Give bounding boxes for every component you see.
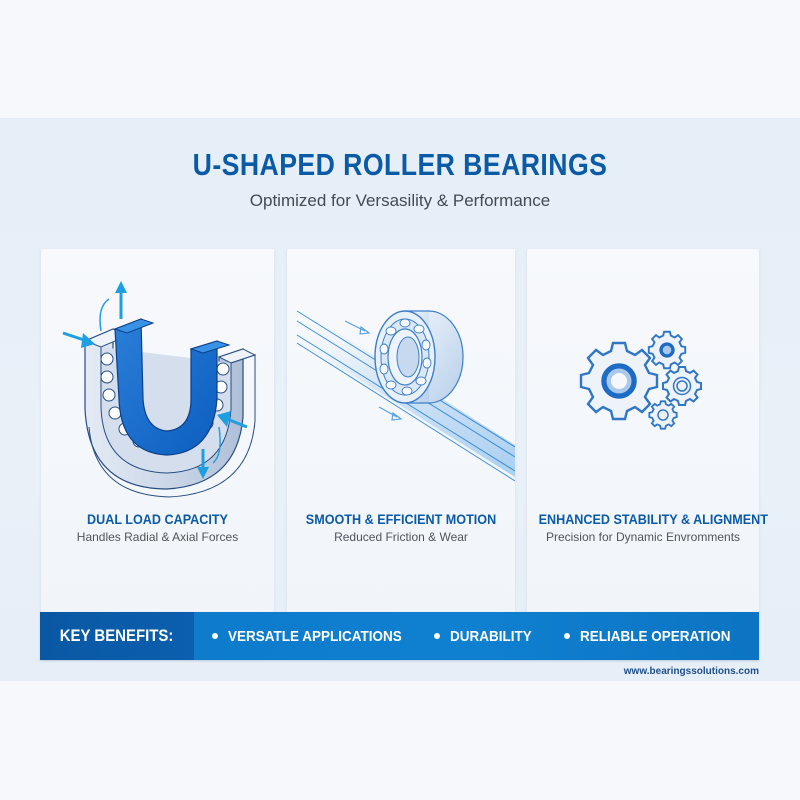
gears-icon (579, 330, 702, 430)
key-benefits-label: KEY BENEFITS: (40, 612, 194, 660)
bullet-icon (434, 633, 440, 639)
card-subtitle: Precision for Dynamic Envromments (545, 530, 741, 544)
feature-card-smooth-motion: SMOOTH & EFFICIENT MOTION Reduced Fricti… (287, 249, 515, 612)
card-title: DUAL LOAD CAPACITY (87, 511, 228, 527)
card-subtitle: Reduced Friction & Wear (334, 530, 468, 544)
card-subtitle: Handles Radial & Axial Forces (76, 530, 239, 544)
benefit-item: RELIABLE OPERATION (564, 612, 747, 660)
website-link[interactable]: www.bearingssolutions.com (623, 666, 759, 677)
bullet-icon (212, 633, 218, 639)
feature-card-stability: ENHANCED STABILITY & ALIGNMENT Precision… (527, 249, 768, 612)
card-title: ENHANCED STABILITY & ALIGNMENT (538, 511, 768, 527)
page-title: U-SHAPED ROLLER BEARINGS (192, 147, 608, 182)
benefit-item: DURABILITY (434, 612, 541, 660)
bullet-icon (564, 633, 570, 639)
benefit-item: VERSATLE APPLICATIONS (212, 612, 421, 660)
ball-bearing-rolling-icon (296, 307, 515, 482)
key-benefits-banner: KEY BENEFITS: VERSATLE APPLICATIONS DURA… (40, 612, 759, 660)
u-shaped-bearing-icon (62, 281, 257, 498)
feature-card-dual-load: DUAL LOAD CAPACITY Handles Radial & Axia… (41, 249, 274, 612)
card-title: SMOOTH & EFFICIENT MOTION (305, 511, 497, 527)
page-subtitle: Optimized for Versasility & Performance (249, 191, 551, 210)
